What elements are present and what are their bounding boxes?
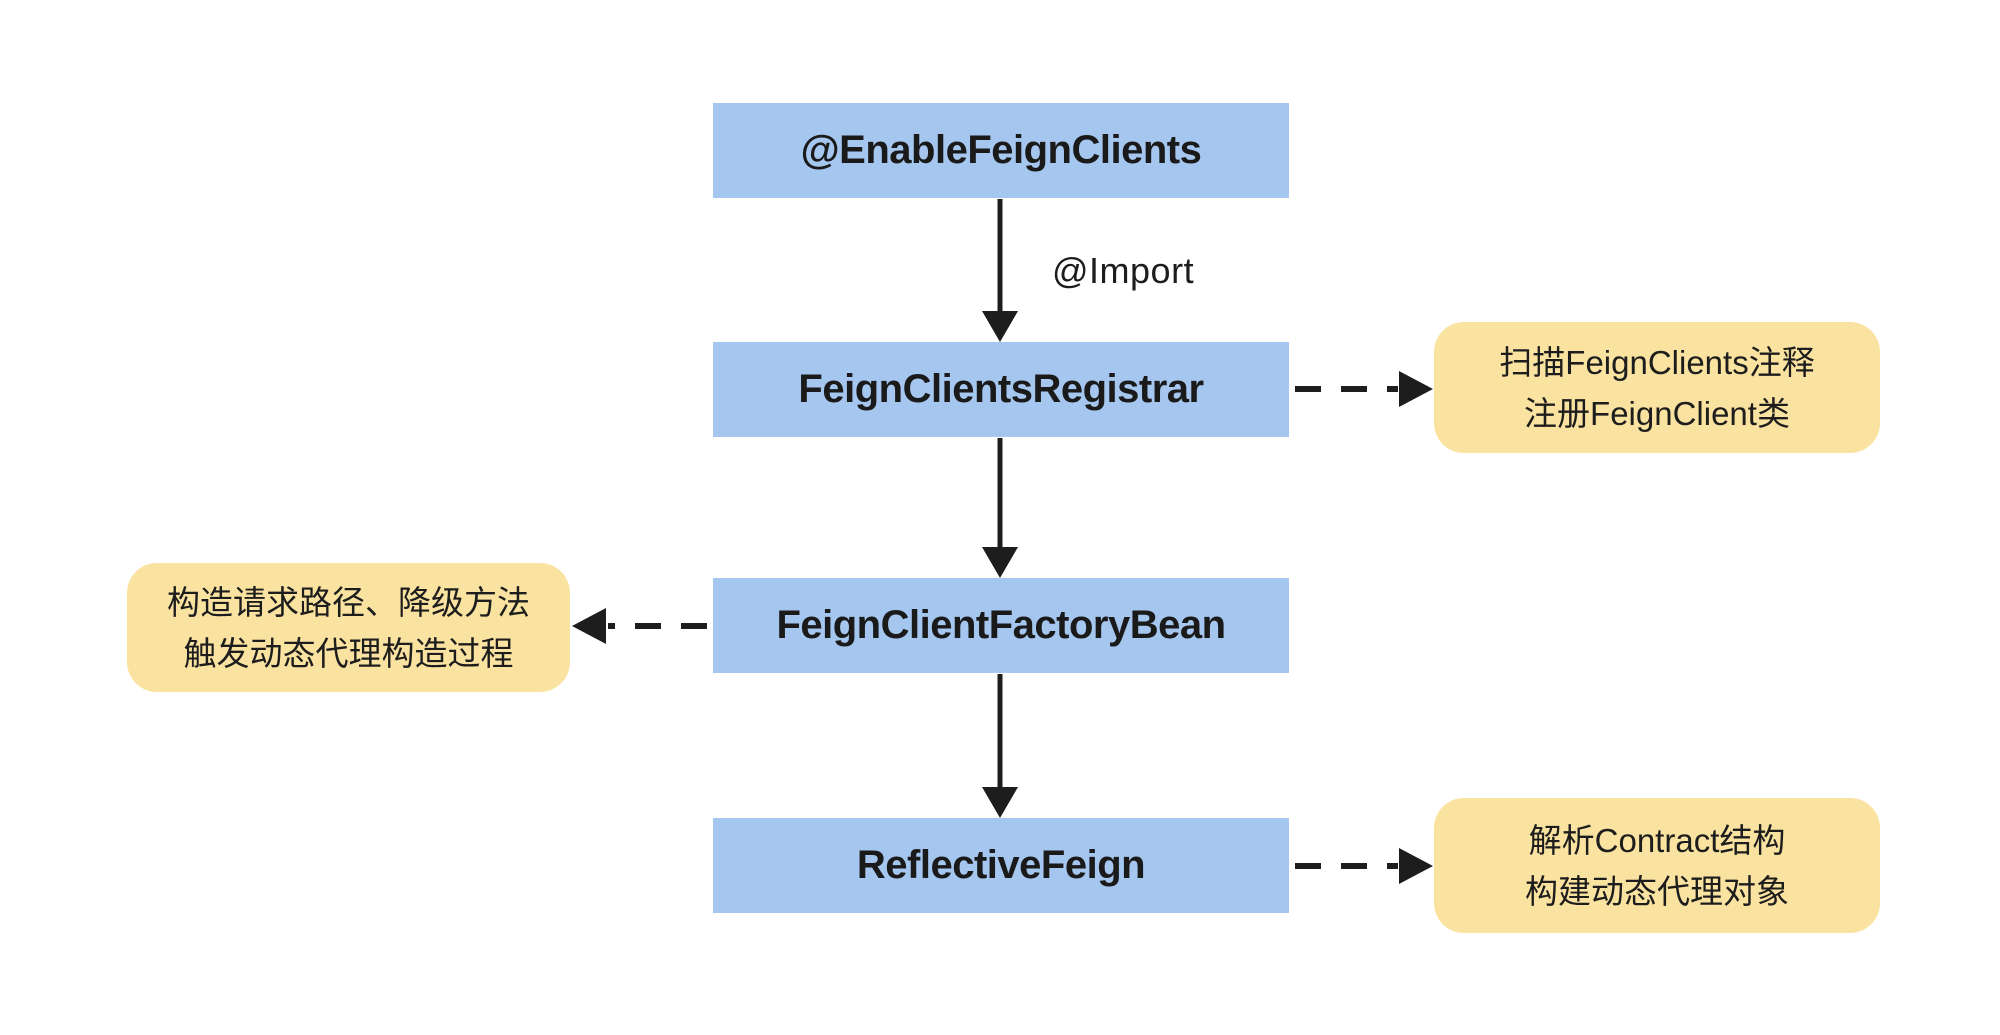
dashed-arrow-reflectivefeign-note [1295, 848, 1433, 884]
node-label: @EnableFeignClients [800, 128, 1202, 172]
edge-label-import: @Import [1052, 250, 1195, 291]
note-line: 注册FeignClient类 [1524, 394, 1790, 432]
node-enable-feign-clients: @EnableFeignClients [713, 103, 1289, 198]
note-registrar: 扫描FeignClients注释 注册FeignClient类 [1434, 322, 1880, 453]
note-line: 扫描FeignClients注释 [1499, 343, 1815, 381]
dashed-arrow-registrar-note [1295, 371, 1433, 407]
note-line: 解析Contract结构 [1528, 821, 1786, 859]
node-label: FeignClientsRegistrar [798, 367, 1204, 411]
node-feign-clients-registrar: FeignClientsRegistrar [713, 342, 1289, 437]
note-line: 触发动态代理构造过程 [183, 634, 514, 672]
node-reflective-feign: ReflectiveFeign [713, 818, 1289, 913]
node-label: FeignClientFactoryBean [776, 603, 1226, 647]
node-feign-client-factory-bean: FeignClientFactoryBean [713, 578, 1289, 673]
note-line: 构造请求路径、降级方法 [167, 583, 530, 621]
arrow-factorybean-to-reflectivefeign [982, 674, 1018, 818]
dashed-arrow-factorybean-note [572, 608, 707, 644]
note-reflective-feign: 解析Contract结构 构建动态代理对象 [1434, 798, 1880, 933]
note-line: 构建动态代理对象 [1525, 872, 1789, 910]
node-label: ReflectiveFeign [856, 843, 1146, 887]
arrow-registrar-to-factorybean [982, 438, 1018, 578]
arrow-enable-to-registrar [982, 199, 1018, 342]
note-factory-bean: 构造请求路径、降级方法 触发动态代理构造过程 [127, 563, 570, 692]
